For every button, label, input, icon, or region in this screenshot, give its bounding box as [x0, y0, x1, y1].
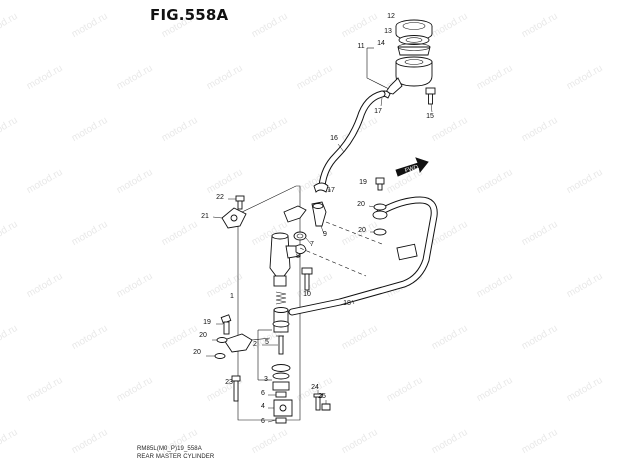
callout-c19b: 19	[203, 319, 211, 326]
clevis-4	[267, 391, 293, 424]
leader-18	[351, 299, 355, 305]
hose-fitting-9	[311, 201, 327, 235]
bolt-10	[301, 267, 313, 295]
footer-figure-name: REAR MASTER CYLINDER	[137, 454, 215, 460]
alignment-line-a	[325, 221, 383, 245]
callout-c7: 7	[310, 241, 314, 248]
callout-c16: 16	[330, 135, 338, 142]
pin-24	[313, 390, 323, 411]
reservoir-diaphragm	[397, 43, 431, 56]
union-bolt-lower	[206, 314, 271, 359]
callout-c14: 14	[377, 40, 385, 47]
callout-c24: 24	[311, 384, 319, 391]
callout-c20b: 20	[358, 227, 366, 234]
hose-clamp-lower	[313, 182, 331, 193]
reservoir-plate	[398, 35, 430, 45]
forward-label: FWD	[404, 164, 419, 174]
callout-c19a: 19	[359, 179, 367, 186]
master-cylinder-body	[269, 205, 307, 287]
spring-piston-assembly	[257, 291, 291, 391]
reservoir-hose	[318, 90, 386, 190]
bracket-21	[212, 207, 247, 229]
callout-c9: 9	[323, 231, 327, 238]
callout-c5: 5	[265, 339, 269, 346]
callout-c22: 22	[216, 194, 224, 201]
brake-hose	[288, 196, 438, 316]
callout-c3: 3	[264, 376, 268, 383]
callout-c18: 18	[343, 300, 351, 307]
callout-c25: 25	[318, 393, 326, 400]
callout-c23: 23	[225, 379, 233, 386]
callout-c11: 11	[357, 43, 364, 50]
bolt-15	[425, 87, 436, 113]
figure-title: FIG.558A	[150, 6, 229, 24]
callout-c21: 21	[201, 213, 209, 220]
bolt-23	[231, 375, 241, 402]
callout-c13: 13	[384, 28, 392, 35]
bolt-22	[228, 195, 245, 210]
o-ring-7	[293, 231, 312, 245]
callout-c8: 8	[296, 253, 300, 260]
union-bolt-upper	[368, 177, 388, 236]
callout-c4: 4	[261, 403, 265, 410]
callout-layer: 12 13 14 11 17 15 16 17 19 22 20 21 9 20 7 8 10 18 1 19 2 20 2…	[193, 13, 434, 425]
group-bracket-11	[366, 47, 395, 91]
callout-c17a: 17	[374, 108, 382, 115]
callout-c17b: 17	[327, 187, 335, 194]
callout-c20c: 20	[199, 332, 207, 339]
cotter-pin-25	[321, 400, 331, 411]
callout-c6b: 6	[261, 418, 265, 425]
callout-c10: 10	[303, 291, 311, 298]
callout-c1: 1	[230, 293, 234, 300]
callout-c2: 2	[253, 341, 257, 348]
callout-c15: 15	[426, 113, 434, 120]
reservoir-tank	[385, 56, 433, 95]
alignment-line-b	[299, 247, 367, 277]
callout-c6a: 6	[261, 390, 265, 397]
callout-c20d: 20	[193, 349, 201, 356]
callout-c12: 12	[387, 13, 395, 20]
circlip-8	[295, 244, 307, 257]
forward-arrow-icon: FWD	[395, 157, 429, 177]
footer-model-code: RM85L(M0_P)19_558A	[137, 446, 202, 452]
callout-c20a: 20	[357, 201, 365, 208]
